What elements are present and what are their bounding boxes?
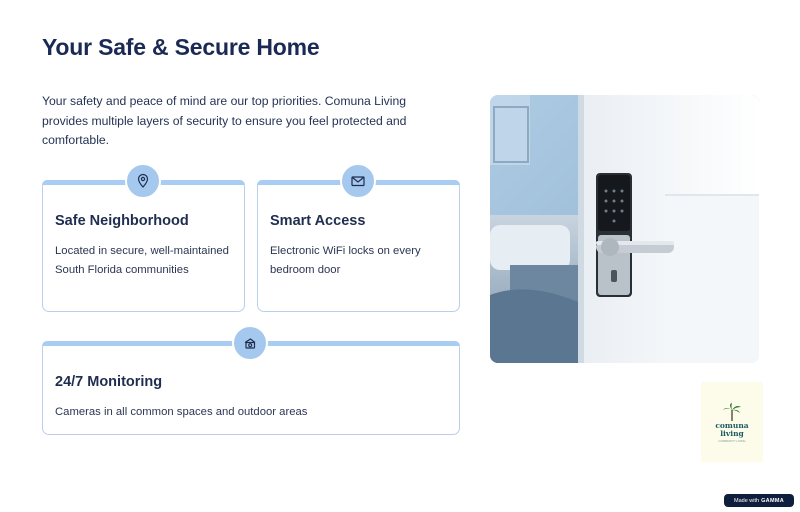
feature-title: Safe Neighborhood xyxy=(55,213,189,229)
feature-description: Electronic WiFi locks on every bedroom d… xyxy=(270,245,421,276)
logo-tagline: COMMUNITY LIVING xyxy=(718,438,746,443)
logo-wordmark-line1: comuna xyxy=(715,420,749,430)
comuna-living-logo: comuna living COMMUNITY LIVING xyxy=(701,382,763,462)
camera-monitor-icon xyxy=(232,325,268,361)
smart-lock-door-photo xyxy=(490,95,759,363)
made-with-badge[interactable]: Made with GAMMA xyxy=(724,494,794,507)
feature-description: Cameras in all common spaces and outdoor… xyxy=(55,406,308,418)
logo-wordmark-line2: living xyxy=(720,428,744,438)
feature-card-safe-neighborhood: Safe Neighborhood Located in secure, wel… xyxy=(42,180,245,312)
intro-text: Your safety and peace of mind are our to… xyxy=(42,94,407,147)
location-pin-icon xyxy=(125,163,161,199)
made-with-brand: GAMMA xyxy=(761,497,784,504)
made-with-prefix: Made with xyxy=(734,497,760,504)
feature-title: Smart Access xyxy=(270,213,366,229)
envelope-icon xyxy=(340,163,376,199)
feature-title: 24/7 Monitoring xyxy=(55,374,163,390)
palm-tree-icon xyxy=(723,402,741,421)
feature-description: Located in secure, well-maintained South… xyxy=(55,245,229,276)
feature-card-smart-access: Smart Access Electronic WiFi locks on ev… xyxy=(257,180,460,312)
page-title: Your Safe & Secure Home xyxy=(42,34,320,60)
